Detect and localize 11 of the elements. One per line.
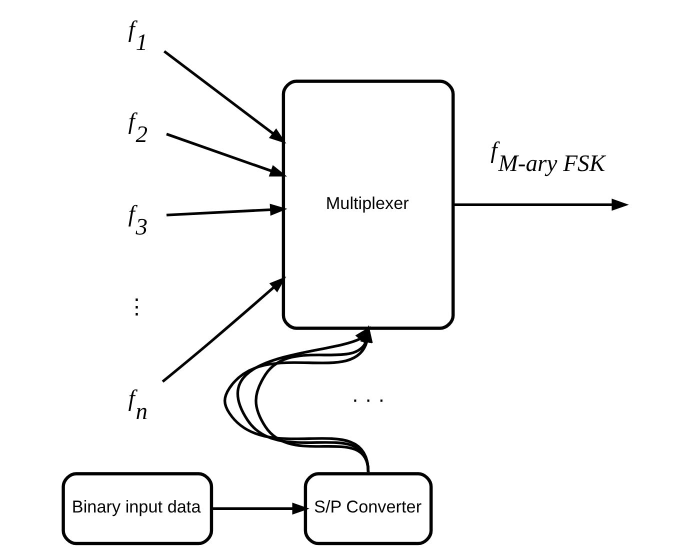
node-box: S/P Converter xyxy=(304,472,433,546)
arrow xyxy=(166,204,288,216)
arrow xyxy=(162,276,286,383)
arrow xyxy=(453,198,629,211)
node-box: Binary input data xyxy=(62,472,214,546)
label: · · · xyxy=(352,388,386,412)
arrow xyxy=(166,132,288,176)
arrow xyxy=(212,502,310,515)
arrow xyxy=(163,50,286,144)
node-box: Multiplexer xyxy=(282,80,455,330)
label: ⋮ xyxy=(126,295,148,320)
